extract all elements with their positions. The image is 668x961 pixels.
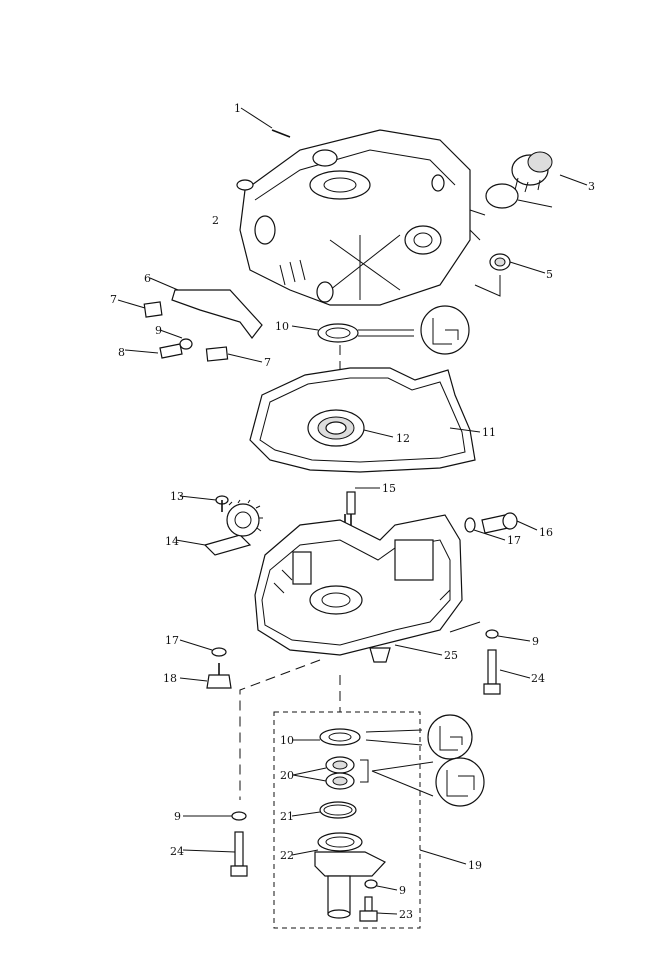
- callout-15: 15: [382, 482, 396, 495]
- pin-part-1: [240, 107, 291, 138]
- washer-part-17-right: [464, 517, 506, 541]
- callout-2: 2: [212, 214, 219, 227]
- bearing-part-20: [292, 756, 485, 807]
- washer-part-9-right: [449, 621, 531, 642]
- rubber-pad-part-7: [117, 299, 263, 363]
- callout-25: 25: [444, 649, 458, 662]
- callout-1: 1: [234, 102, 241, 115]
- callout-24b: 24: [170, 845, 184, 858]
- governor-part-14: [175, 499, 263, 556]
- bolt-part-8: [124, 329, 193, 359]
- callout-9a: 9: [155, 324, 162, 337]
- callout-24a: 24: [531, 672, 545, 685]
- bearing-part-12: [307, 409, 394, 447]
- callout-7b: 7: [264, 356, 271, 369]
- callout-23: 23: [399, 908, 413, 921]
- bolt-part-23: [359, 896, 398, 922]
- washer-part-17-left: [179, 639, 227, 657]
- callout-13: 13: [170, 490, 184, 503]
- pin-part-13: [179, 495, 229, 512]
- crankcase-cover: [236, 129, 486, 306]
- clip-part-5: [474, 253, 546, 297]
- callout-8: 8: [118, 346, 125, 359]
- oil-plug-part-3: [511, 151, 588, 193]
- oil-seal-part-10-lower: [292, 714, 473, 760]
- o-ring-upper: [485, 183, 553, 209]
- callout-9c: 9: [174, 810, 181, 823]
- callout-21: 21: [280, 810, 294, 823]
- o-ring-part-21: [291, 801, 357, 819]
- callout-10a: 10: [275, 320, 289, 333]
- callout-16: 16: [539, 526, 553, 539]
- bolt-part-16: [481, 512, 538, 534]
- callout-11: 11: [482, 426, 496, 439]
- kit-box-leader: [419, 849, 467, 865]
- callout-12: 12: [396, 432, 410, 445]
- callout-9d: 9: [399, 884, 406, 897]
- callout-10b: 10: [280, 734, 294, 747]
- shield-plate-part-6: [149, 277, 263, 339]
- callout-5: 5: [546, 268, 553, 281]
- washer-part-9-lower: [364, 879, 398, 891]
- shaft-housing-part-22: [291, 832, 386, 919]
- gasket-part-11: [249, 367, 481, 473]
- callout-14: 14: [165, 535, 179, 548]
- kit-box-part-19: [273, 711, 421, 929]
- callout-17b: 17: [165, 634, 179, 647]
- callout-18: 18: [163, 672, 177, 685]
- crankcase-part-25: [254, 514, 463, 663]
- washer-part-9-left: [183, 811, 247, 821]
- callout-labels: 1 2 3 5 6 7 9 8 7 10 11 12 13 15 14 16 1…: [110, 102, 595, 921]
- callout-9b: 9: [532, 635, 539, 648]
- callout-20: 20: [280, 769, 294, 782]
- bolt-part-24-left: [182, 831, 248, 877]
- bolt-part-18: [179, 663, 232, 689]
- callout-6: 6: [144, 272, 151, 285]
- oil-seal-part-10: [291, 305, 470, 355]
- callout-22: 22: [280, 849, 294, 862]
- callout-3: 3: [588, 180, 595, 193]
- callout-19: 19: [468, 859, 482, 872]
- bolt-part-24-right: [483, 649, 531, 695]
- callout-17a: 17: [507, 534, 521, 547]
- callout-7a: 7: [110, 293, 117, 306]
